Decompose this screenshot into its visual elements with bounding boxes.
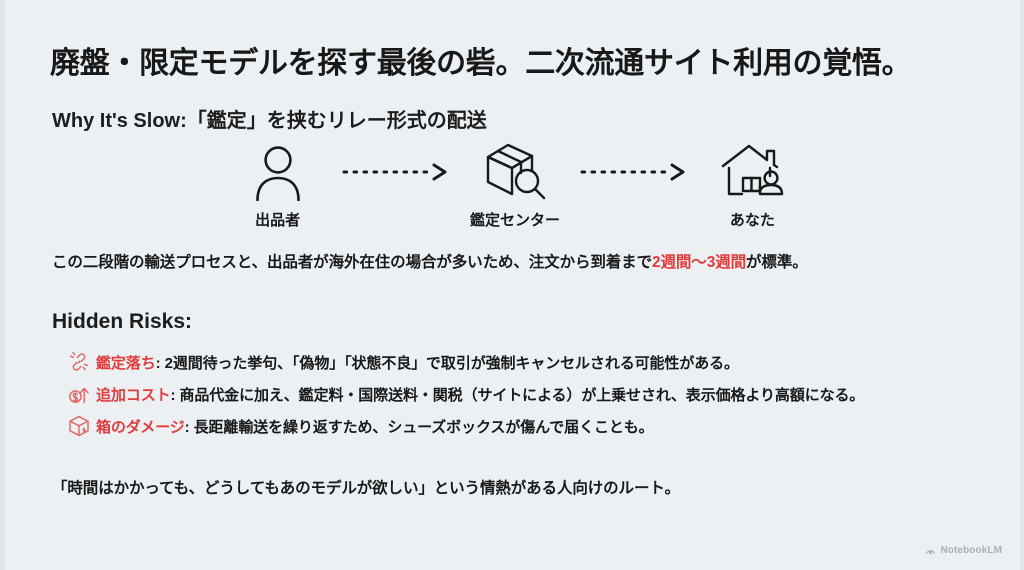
page-title: 廃盤・限定モデルを探す最後の砦。二次流通サイト利用の覚悟。 [50,47,912,80]
notebooklm-icon [926,550,936,555]
risk-detail-3: 長距離輸送を繰り返すため、シューズボックスが傷んで届くことも。 [193,418,654,436]
risks-heading: Hidden Risks: [52,310,193,333]
broken-link-icon [62,350,96,374]
risk-text-1: 鑑定落ち: 2週間待った挙句、「偽物」「状態不良」で取引が強制キャンセルされる可… [96,352,739,373]
flow-node-seller: 出品者 [215,142,340,230]
notebooklm-watermark: NotebookLM [925,545,1002,556]
risk-term-2: 追加コスト [96,386,171,404]
risk-separator-3: : [184,418,194,436]
risk-separator-1: : [155,354,165,372]
person-icon [250,142,306,202]
dotted-arrow-icon-2 [578,142,690,202]
risk-item-box-damage: 箱のダメージ: 長距離輸送を繰り返すため、シューズボックスが傷んで届くことも。 [62,410,992,442]
risk-term-1: 鑑定落ち [96,354,156,372]
lead-highlight-duration: 2週間〜3週間 [651,254,747,271]
risk-separator-2: : [170,386,180,404]
risk-detail-1: 2週間待った挙句、「偽物」「状態不良」で取引が強制キャンセルされる可能性がある。 [164,354,739,372]
lead-text-before: この二段階の輸送プロセスと、出品者が海外在住の場合が多いため、注文から到着まで [52,254,652,271]
flow-label-seller: 出品者 [255,212,301,229]
shipping-flow-diagram: 出品者 鑑定センター [215,142,815,238]
lead-text-after: が標準。 [746,254,808,271]
slide-left-edge [0,0,5,570]
section-subtitle: Why It's Slow:「鑑定」を挟むリレー形式の配送 [52,110,487,132]
package-inspection-icon [482,142,548,202]
risks-list: 鑑定落ち: 2週間待った挙句、「偽物」「状態不良」で取引が強制キャンセルされる可… [62,346,992,442]
risk-text-3: 箱のダメージ: 長距離輸送を繰り返すため、シューズボックスが傷んで届くことも。 [96,416,654,437]
flow-label-you: あなた [729,212,775,229]
flow-node-inspection-center: 鑑定センター [452,142,577,230]
risk-detail-2: 商品代金に加え、鑑定料・国際送料・関税（サイトによる）が上乗せされ、表示価格より… [179,386,865,404]
cost-increase-icon [62,382,96,406]
watermark-label: NotebookLM [940,545,1002,556]
flow-label-inspection-center: 鑑定センター [469,212,560,229]
risk-item-authentication-failure: 鑑定落ち: 2週間待った挙句、「偽物」「状態不良」で取引が強制キャンセルされる可… [62,346,992,378]
damaged-box-icon [62,414,96,438]
slide-right-edge [1020,0,1024,570]
lead-paragraph: この二段階の輸送プロセスと、出品者が海外在住の場合が多いため、注文から到着まで2… [52,250,808,272]
closing-note: 「時間はかかっても、どうしてもあのモデルが欲しい」という情熱がある人向けのルート… [52,480,680,497]
risk-text-2: 追加コスト: 商品代金に加え、鑑定料・国際送料・関税（サイトによる）が上乗せされ… [96,384,864,405]
risk-term-3: 箱のダメージ [96,418,185,436]
risk-item-extra-cost: 追加コスト: 商品代金に加え、鑑定料・国際送料・関税（サイトによる）が上乗せされ… [62,378,992,410]
flow-node-you: あなた [690,142,815,230]
home-delivery-icon [720,142,784,202]
dotted-arrow-icon [340,142,452,202]
